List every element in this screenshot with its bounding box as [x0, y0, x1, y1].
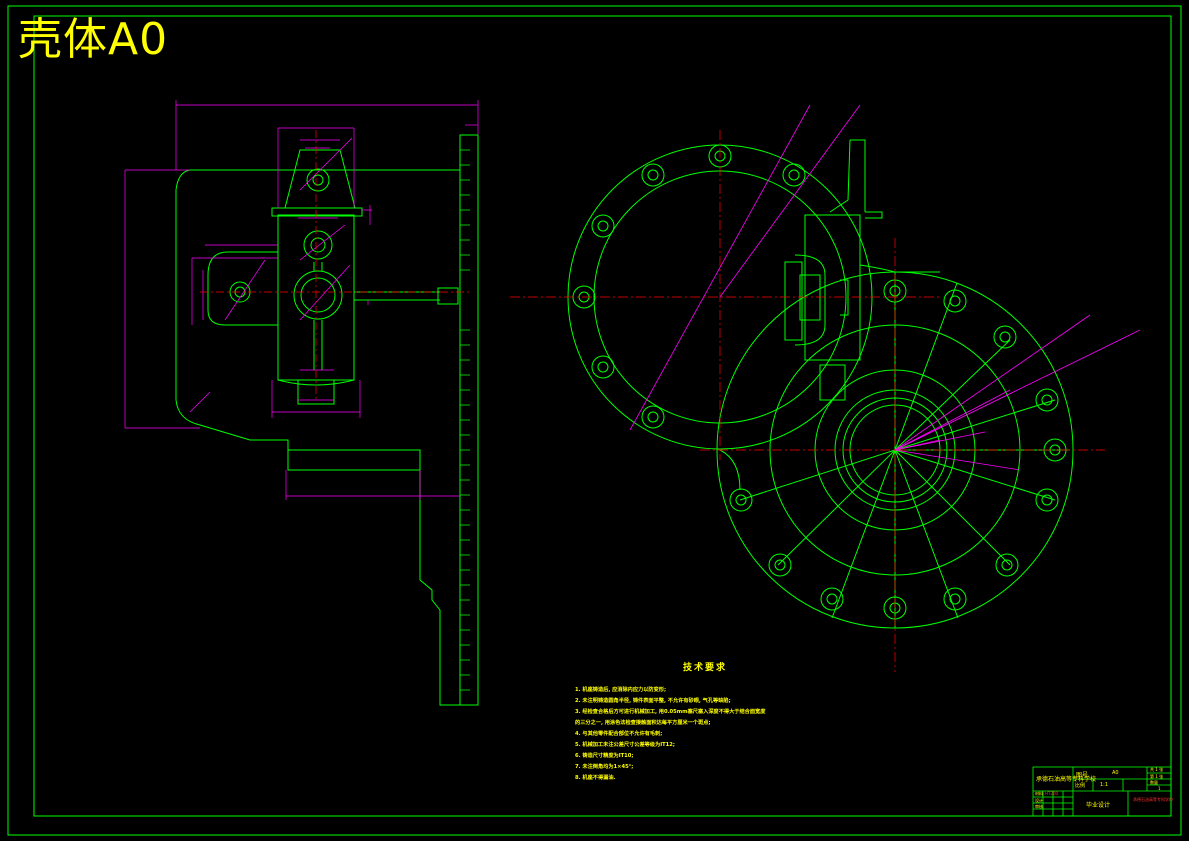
- tech-requirements-heading: 技术要求: [682, 663, 727, 673]
- tech-line-1: 1. 机座铸造后, 应消除内应力以防变形;: [575, 687, 667, 693]
- front-view: [567, 139, 1074, 629]
- tech-line-5: 4. 与其他零件配合部位不允许有毛刺;: [575, 731, 663, 737]
- title-block-label-check: 审核: [1035, 804, 1043, 809]
- title-block-red-note: 承德石油高等专科学校: [1133, 797, 1173, 802]
- title-block-sheet-total: 共 1 张: [1150, 767, 1164, 772]
- front-view-centerlines: [510, 130, 1105, 672]
- title-block-qty: 1: [1158, 786, 1161, 791]
- tech-line-4: 的三分之一, 用涂色法检查接触面积达每平方厘米一个斑点;: [575, 720, 711, 726]
- side-view: [175, 134, 479, 706]
- title-block-label-material: 材料: [1035, 791, 1043, 796]
- title-block-name: 毕业设计: [1086, 802, 1111, 809]
- front-view-dimensions: [629, 104, 1141, 471]
- technical-requirements: 技术要求 1. 机座铸造后, 应消除内应力以防变形; 2. 未注明铸造圆角半径,…: [575, 660, 835, 784]
- title-block-label-drawing-no: 图号: [1076, 772, 1089, 779]
- title-block: [1032, 766, 1172, 817]
- side-view-dimensions: [124, 100, 479, 500]
- title-block-drawing-no: A0: [1112, 770, 1119, 776]
- upper-ring-bolt-holes: [572, 144, 806, 429]
- tech-line-7: 6. 铸造尺寸精度为IT10;: [575, 753, 634, 759]
- title-block-label-scale: 比例: [1075, 783, 1086, 789]
- title-block-school: 承德石油高等专科学校: [1036, 776, 1097, 783]
- title-block-material: HT200: [1045, 791, 1059, 796]
- tech-line-6: 5. 机械加工未注公差尺寸公差等级为IT12;: [575, 742, 675, 748]
- tech-line-9: 8. 机座不得漏油.: [575, 775, 616, 781]
- tech-line-8: 7. 未注倒角均为1×45°;: [575, 764, 634, 770]
- title-block-sheet-no: 第 1 张: [1150, 774, 1164, 779]
- tech-line-2: 2. 未注明铸造圆角半径, 铸件表面平整, 不允许有砂眼, 气孔等缺陷;: [575, 698, 731, 704]
- title-block-scale: 1:1: [1100, 782, 1109, 788]
- drawing-title: 壳体A0: [18, 14, 169, 65]
- side-view-centerlines: [200, 130, 470, 400]
- tech-line-3: 3. 经检查合格后方可进行机械加工, 用0.05mm塞尺塞入深度不得大于结合面宽…: [575, 709, 766, 715]
- title-block-label-design: 设计: [1035, 798, 1043, 803]
- title-block-label-qty: 数量: [1150, 780, 1158, 785]
- sheet-border: [7, 5, 1182, 836]
